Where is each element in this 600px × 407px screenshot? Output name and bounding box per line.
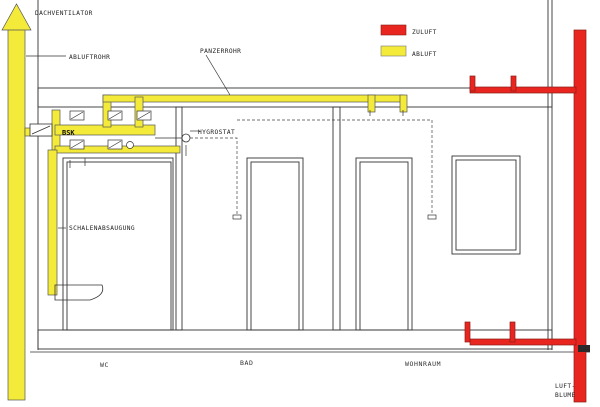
abluft-arrow-up [1,3,32,31]
label-hygrostat: HYGROSTAT [198,129,235,136]
legend-swatch-zuluft [380,24,407,36]
wall-wc-bad [175,106,183,331]
label-luftblume-1: LUFT- [555,383,576,390]
wohnraum-door [355,157,413,331]
abluft-ducts [1,3,408,401]
label-bsk: BSK [62,129,75,137]
control-lines [69,110,437,220]
legend-swatch-abluft [380,45,407,57]
building-structure [30,0,590,353]
label-schalenabsaugung: SCHALENABSAUGUNG [69,225,135,232]
room-label-wohnraum: WOHNRAUM [405,360,441,368]
legend-label-abluft: ABLUFT [412,51,437,58]
openings [62,155,521,331]
wall-bad-wohnraum [332,106,341,331]
abluft-riser [7,27,26,401]
label-abluftrohr: ABLUFTROHR [69,54,110,61]
wc-door [62,157,174,331]
valves [29,110,152,150]
hygrostat-sensor [181,133,191,143]
wohnraum-window [451,155,521,255]
room-labels: WC BAD WOHNRAUM [100,359,441,369]
room-label-bad: BAD [240,359,254,367]
legend-label-zuluft: ZULUFT [412,29,437,36]
label-luftblume-2: BLUME [555,392,576,399]
legend: ZULUFT ABLUFT [380,24,437,58]
label-panzerrohr: PANZERROHR [200,48,241,55]
bad-door [246,157,304,331]
zuluft-ducts [464,29,590,403]
zuluft-riser [573,29,587,403]
label-dachventilator: DACHVENTILATOR [35,10,93,17]
leader-lines [26,54,231,229]
labels: DACHVENTILATOR ABLUFTROHR PANZERROHR BSK… [35,10,576,399]
room-label-wc: WC [100,361,109,369]
